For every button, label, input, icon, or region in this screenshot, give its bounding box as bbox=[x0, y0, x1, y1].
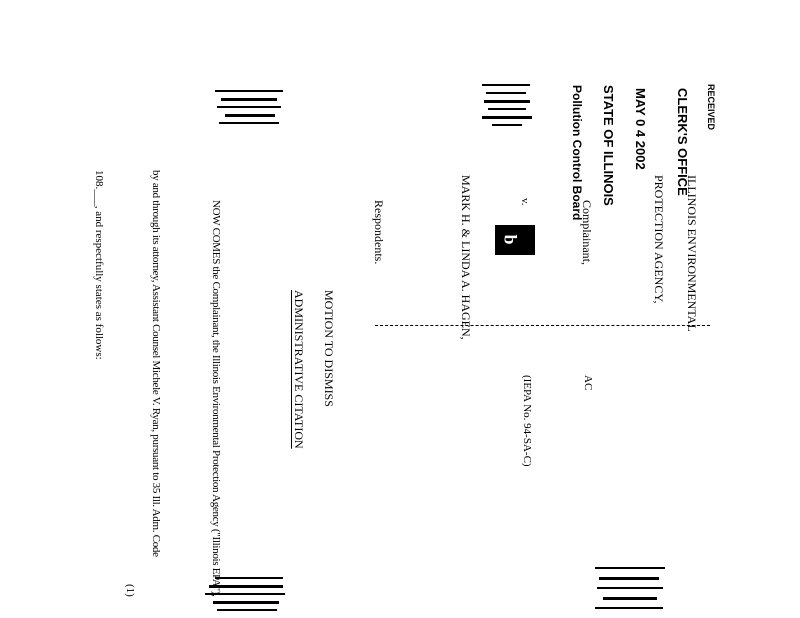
body-line1: NOW COMES the Complainant, the Illinois … bbox=[210, 200, 222, 597]
case-number: (IEPA No. 94-SA-C) bbox=[521, 375, 533, 467]
body-line3: 108.___, and respectfully states as foll… bbox=[93, 170, 105, 360]
redaction-box: b bbox=[495, 225, 535, 255]
case-code: AC bbox=[582, 375, 594, 391]
caption-divider bbox=[375, 325, 710, 326]
complainant-line1: ILLINOIS ENVIRONMENTAL bbox=[685, 175, 699, 332]
respondent-role: Respondents. bbox=[372, 200, 386, 265]
versus: v. bbox=[519, 198, 531, 206]
stamp-board: Pollution Control Board bbox=[570, 85, 584, 221]
redaction-scribble bbox=[595, 565, 665, 615]
stamp-state: STATE OF ILLINOIS bbox=[601, 85, 616, 206]
complainant-role: Complainant, bbox=[580, 200, 594, 265]
stamp-office: CLERK'S OFFICE bbox=[675, 88, 690, 196]
complainant-line2: PROTECTION AGENCY, bbox=[652, 175, 666, 304]
title-line1: MOTION TO DISMISS bbox=[322, 290, 336, 407]
redaction-scribble bbox=[482, 80, 532, 130]
redaction-scribble bbox=[205, 575, 285, 615]
respondent-name: MARK H. & LINDA A. HAGEN, bbox=[459, 175, 473, 340]
paragraph-number: (1) bbox=[124, 584, 136, 597]
body-line2: by and through its attorney, Assistant C… bbox=[150, 170, 162, 557]
redaction-scribble bbox=[215, 88, 285, 126]
stamp-date: MAY 0 4 2002 bbox=[633, 88, 648, 170]
stamp-received: RECEIVED bbox=[706, 84, 716, 131]
title-line2: ADMINISTRATIVE CITATION bbox=[292, 290, 306, 449]
